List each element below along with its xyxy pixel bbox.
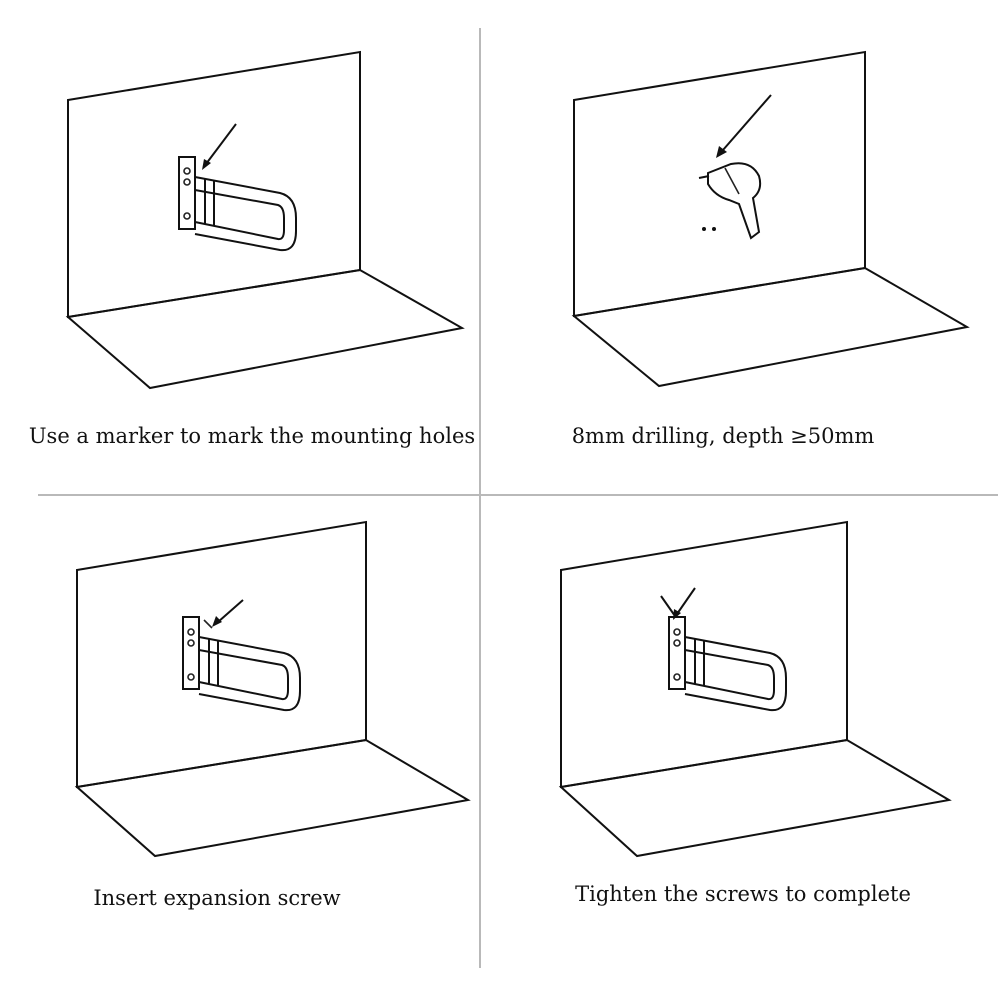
grab-bar — [182, 616, 301, 712]
room-corner — [74, 520, 471, 858]
room-corner — [558, 520, 952, 858]
step-2-panel: 8mm drilling, depth ≥50mm — [501, 0, 1001, 500]
step-3-illustration — [74, 520, 471, 858]
step-1-illustration — [65, 50, 465, 390]
step-4-panel: Tighten the screws to complete — [501, 500, 1001, 1000]
step-4-illustration — [558, 520, 952, 858]
arrow — [716, 94, 772, 158]
vertical-divider — [479, 28, 481, 968]
room-corner — [65, 50, 465, 390]
grab-bar — [178, 156, 297, 252]
step-1-panel: Use a marker to mark the mounting holes — [0, 0, 500, 500]
screwdriver-icon — [660, 587, 696, 620]
step-4-caption: Tighten the screws to complete — [575, 882, 911, 906]
horizontal-divider — [38, 494, 998, 496]
grab-bar — [668, 616, 787, 712]
step-1-caption: Use a marker to mark the mounting holes — [28, 424, 476, 448]
step-2-caption: 8mm drilling, depth ≥50mm — [571, 424, 875, 448]
screw-icon — [203, 599, 244, 629]
drill-icon — [698, 162, 762, 240]
step-3-panel: Insert expansion screw — [0, 500, 500, 1000]
step-3-caption: Insert expansion screw — [93, 886, 341, 910]
room-corner — [571, 50, 970, 388]
marker-icon — [202, 123, 237, 170]
step-2-illustration — [571, 50, 970, 388]
